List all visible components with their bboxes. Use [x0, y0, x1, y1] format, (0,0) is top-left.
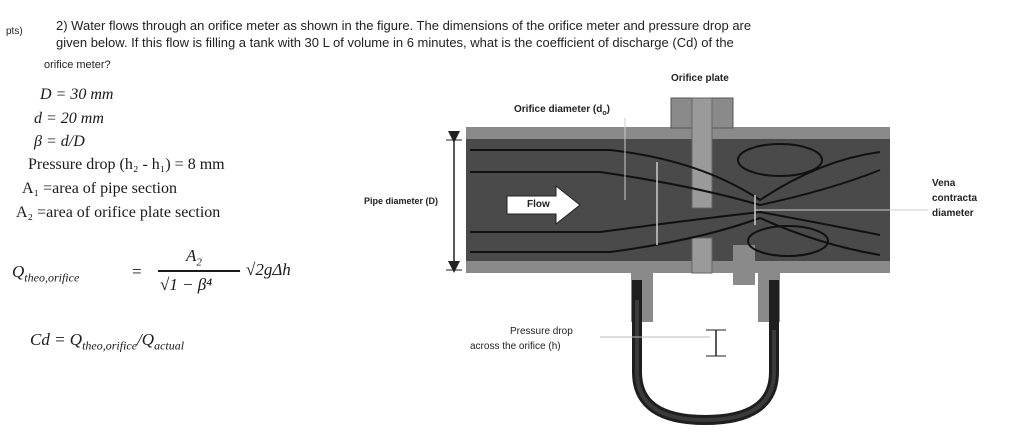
pipe-diameter-label: Pipe diameter (D): [364, 196, 439, 206]
cd-sub-theo: theo,orifice: [82, 338, 138, 353]
pipe-wall-top: [466, 127, 890, 139]
q-formula-lhs: Qtheo,orifice: [12, 262, 79, 285]
orifice-diameter-close: ): [606, 104, 610, 115]
q-root-term: √2gΔh: [246, 260, 291, 279]
fraction-bar: [158, 270, 240, 272]
question-line-3: orifice meter?: [44, 59, 111, 71]
given-pressure-drop: Pressure drop (h₂ - h₁) = 8 mm: [28, 156, 225, 173]
orifice-diameter-label: Orifice diameter (do): [514, 104, 610, 117]
flow-label: Flow: [527, 199, 550, 210]
given-A1: A₁ =area of pipe section: [22, 180, 177, 197]
question-line-1: 2) Water flows through an orifice meter …: [56, 18, 752, 33]
q-numerator: A2: [186, 246, 202, 268]
vena-label-3: diameter: [932, 208, 974, 219]
cd-lhs: Cd = Q: [30, 330, 83, 349]
manometer-fluid: [635, 300, 776, 423]
vena-label-1: Vena: [932, 178, 956, 189]
orifice-plate-label: Orifice plate: [671, 73, 729, 84]
cd-divide: /Q: [137, 330, 155, 349]
q-denominator: √1 − β⁴: [160, 275, 213, 294]
pressure-drop-label-2: across the orifice (h): [470, 341, 561, 352]
flow-arrow-icon: [506, 184, 581, 226]
orifice-plate-top: [691, 97, 713, 209]
streamlines: [470, 149, 881, 256]
a2-subscript: 2: [196, 256, 202, 269]
pressure-drop-label-1: Pressure drop: [510, 326, 573, 337]
a2-symbol: A: [186, 246, 197, 265]
plate-foot: [733, 245, 755, 285]
cd-sub-actual: actual: [154, 338, 185, 353]
orifice-plate-bottom: [691, 237, 713, 274]
cd-formula: Cd = Qtheo,orifice/Qactual: [30, 330, 184, 353]
given-d: d = 20 mm: [34, 110, 104, 127]
q-subscript: theo,orifice: [24, 270, 80, 285]
points-label: pts): [6, 26, 23, 37]
given-beta: β = d/D: [34, 133, 85, 150]
given-D: D = 30 mm: [40, 86, 114, 103]
orifice-diameter-subscript: o: [602, 110, 607, 117]
orifice-diameter-text: Orifice diameter (d: [514, 104, 603, 115]
pipe-wall-bottom: [466, 261, 890, 273]
q-symbol: Q: [12, 262, 25, 281]
given-A2: A₂ =area of orifice plate section: [16, 204, 221, 221]
q-equals: =: [132, 262, 142, 281]
question-line-2: given below. If this flow is filling a t…: [56, 35, 734, 50]
eddy-top: [737, 143, 823, 177]
manometer-tube: [632, 280, 779, 426]
eddy-bottom: [747, 225, 829, 257]
vena-label-2: contracta: [932, 193, 978, 204]
